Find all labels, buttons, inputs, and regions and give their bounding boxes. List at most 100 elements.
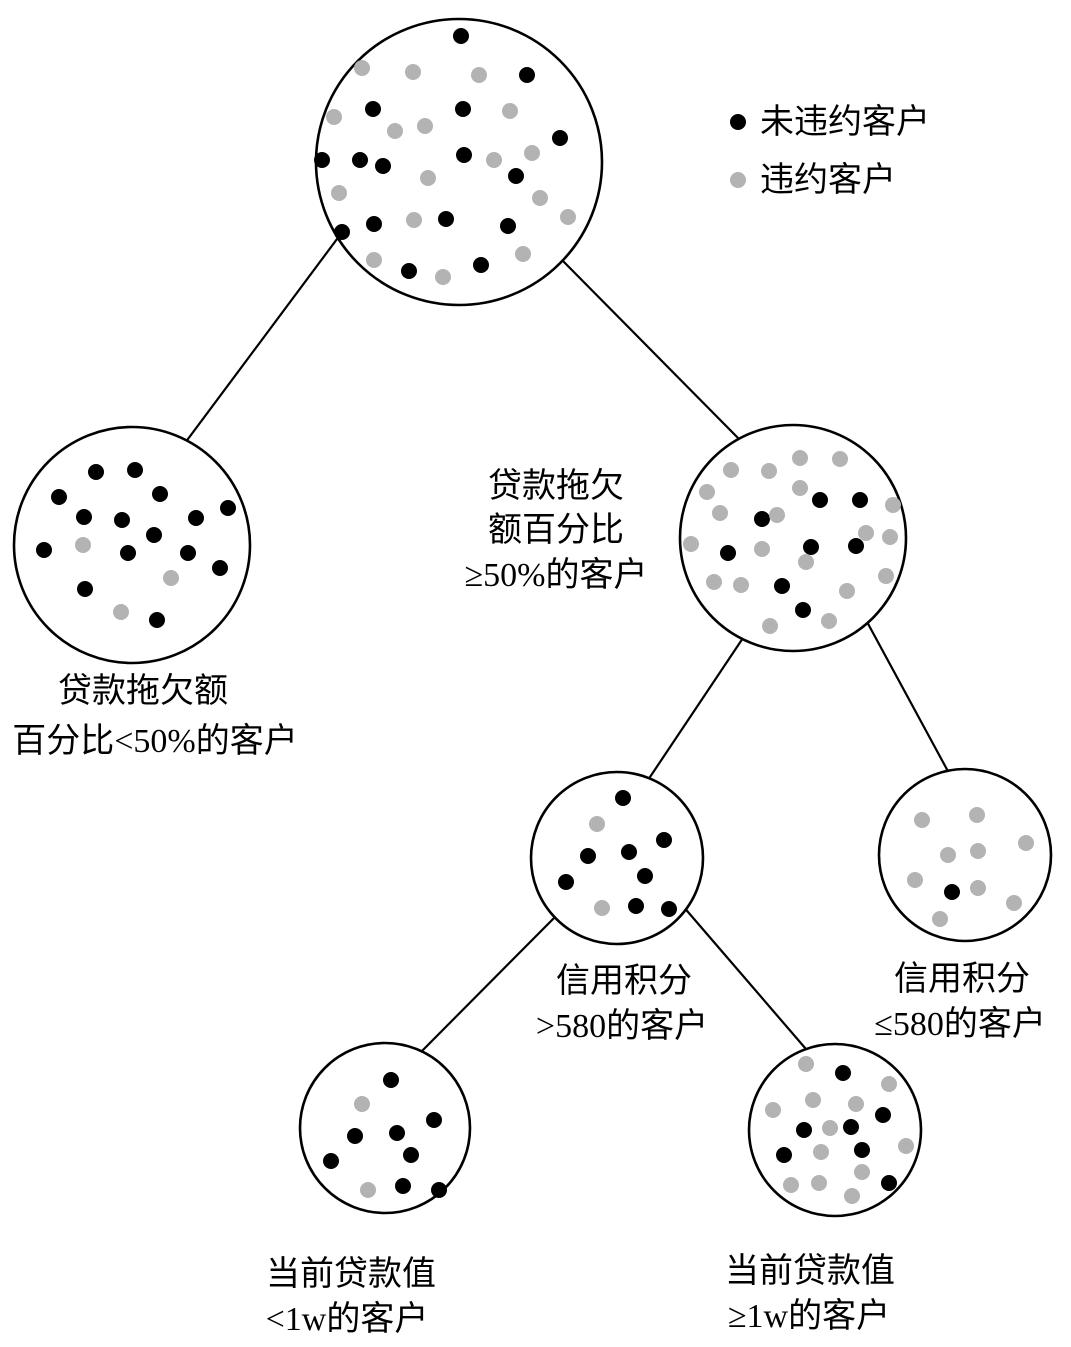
loan-arrears-low-customer-dots [36,462,236,628]
edge-loan-arrears-high-to-credit-high [647,634,746,781]
non-default-customer-dot [76,509,92,525]
non-default-customer-dot [661,901,677,917]
non-default-customer-dot [401,263,417,279]
node-label-line: 信用积分 [894,960,1030,998]
credit-low-label: 信用积分 ≤580的客户 [874,960,1046,1043]
default-customer-dot [1018,835,1034,851]
edge-credit-high-to-current-loan-low [414,911,561,1059]
non-default-customer-dot [438,211,454,227]
default-customer-dot [798,554,814,570]
legend-item-default: 违约客户 [730,161,896,199]
non-default-customer-dot [881,1175,897,1191]
non-default-customer-dot [120,545,136,561]
non-default-customer-dot [456,147,472,163]
non-default-customer-dot [835,1065,851,1081]
non-default-customer-dot [852,492,868,508]
node-label-line: ≤580的客户 [874,1005,1046,1043]
default-customer-dot [805,1092,821,1108]
default-customer-dot [811,1175,827,1191]
default-customer-dot [761,463,777,479]
default-customer-dot [723,462,739,478]
non-default-customer-dot [552,130,568,146]
non-default-customer-dot [365,101,381,117]
credit-low-customer-dots [907,807,1034,927]
node-label-line: 百分比<50%的客户 [12,722,298,760]
non-default-customer-dot [383,1072,399,1088]
non-default-customer-dot [500,218,516,234]
edge-credit-high-to-current-loan-high [681,904,819,1064]
default-customer-dot [970,843,986,859]
node-label-line: 信用积分 [556,962,692,1000]
non-default-customer-dot [843,1119,859,1135]
non-default-customer-dot [212,560,228,576]
non-default-customer-dot [180,545,196,561]
node-label-line: 贷款拖欠 [488,467,624,505]
non-default-customer-dot [334,224,350,240]
non-default-customer-dot [323,1153,339,1169]
non-default-customer-dot [637,868,653,884]
default-customer-dot [762,618,778,634]
default-customer-dot [486,152,502,168]
non-default-customer-dot [854,1142,870,1158]
non-default-customer-dot [774,578,790,594]
default-customer-dot [881,1076,897,1092]
non-default-customer-dot [127,462,143,478]
default-customer-dot [502,103,518,119]
default-customer-dot [405,64,421,80]
default-customer-dot [783,1177,799,1193]
non-default-customer-dot [51,489,67,505]
legend-label-default: 违约客户 [760,161,896,199]
credit-high-customer-dots [558,790,677,917]
non-default-customer-dot [149,612,165,628]
non-default-customer-dot [455,101,471,117]
default-customer-dot [417,118,433,134]
node-label-line: ≥50%的客户 [465,556,648,594]
node-label-line: 当前贷款值 [266,1255,436,1293]
non-default-customer-dot [615,790,631,806]
default-customer-dot [560,209,576,225]
default-customer-dot [420,170,436,186]
loan-arrears-low-node-circle [12,425,252,665]
default-customer-dot [914,812,930,828]
non-default-customer-dot [152,486,168,502]
default-customer-dot [1006,895,1022,911]
non-default-customer-dot [146,527,162,543]
non-default-customer-dot [314,152,330,168]
node-label-line: <1w的客户 [266,1300,429,1338]
non-default-customer-dot [812,492,828,508]
default-customer-dot [854,1164,870,1180]
default-customer-dot [940,847,956,863]
non-default-customer-dot [114,512,130,528]
default-customer-dot [792,450,808,466]
non-default-customer-dot [795,602,811,618]
gray-dot-icon [730,172,746,188]
default-customer-dot [326,109,342,125]
non-default-customer-dot [220,500,236,516]
non-default-customer-dot [366,216,382,232]
non-default-customer-dot [628,898,644,914]
non-default-customer-dot [389,1125,405,1141]
node-label-line: 当前贷款值 [725,1252,895,1290]
legend-item-non-default: 未违约客户 [730,103,930,141]
non-default-customer-dot [473,257,489,273]
tree-nodes [12,17,1053,1218]
default-customer-dot [792,480,808,496]
edge-loan-arrears-high-to-credit-low [865,619,951,776]
default-customer-dot [366,252,382,268]
default-customer-dot [754,541,770,557]
non-default-customer-dot [375,158,391,174]
non-default-customer-dot [88,464,104,480]
legend-label-non-default: 未违约客户 [760,103,930,141]
current-loan-high-customer-dots [765,1056,914,1204]
default-customer-dot [970,880,986,896]
default-customer-dot [589,816,605,832]
default-customer-dot [733,577,749,593]
node-label-line: 贷款拖欠额 [58,672,228,710]
default-customer-dot [354,1096,370,1112]
default-customer-dot [882,529,898,545]
non-default-customer-dot [395,1178,411,1194]
default-customer-dot [765,1102,781,1118]
default-customer-dot [907,872,923,888]
default-customer-dot [515,246,531,262]
